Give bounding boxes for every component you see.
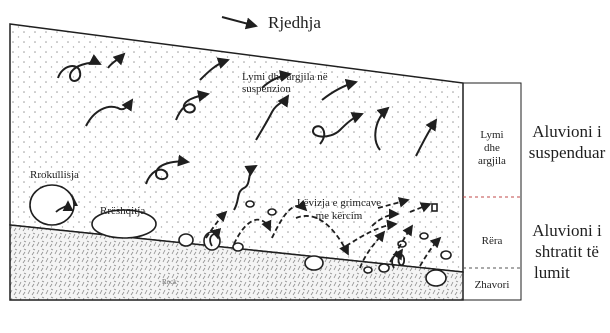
suspended-alluvium-line2: suspenduar [524,144,610,162]
saltation-label-line1: Lëvizja e grimcave [284,198,394,210]
bed-alluvium-line1: Aluvioni i [524,222,610,240]
saltation-label-line2: me kërcim [284,211,394,223]
column-silt-line1: Lymi [463,130,521,142]
column-frame [463,83,521,300]
rock-label: Rock [162,279,177,286]
column-silt-line2: dhe [463,143,521,155]
column-sand: Rëra [463,236,521,248]
flow-label: Rjedhja [268,14,321,32]
sliding-label: Rrëshqitja [100,206,145,218]
bed-alluvium-line3: lumit [534,264,570,282]
flow-arrow [222,17,256,26]
column-gravel: Zhavori [463,280,521,292]
bed-alluvium-line2: shtratit të [524,243,610,261]
rolling-label: Rrokullisja [30,170,79,182]
suspension-label: Lymi dhe argjila në suspenzion [242,72,362,95]
suspended-alluvium-line1: Aluvioni i [524,123,610,141]
column-silt-line3: argjila [463,156,521,168]
